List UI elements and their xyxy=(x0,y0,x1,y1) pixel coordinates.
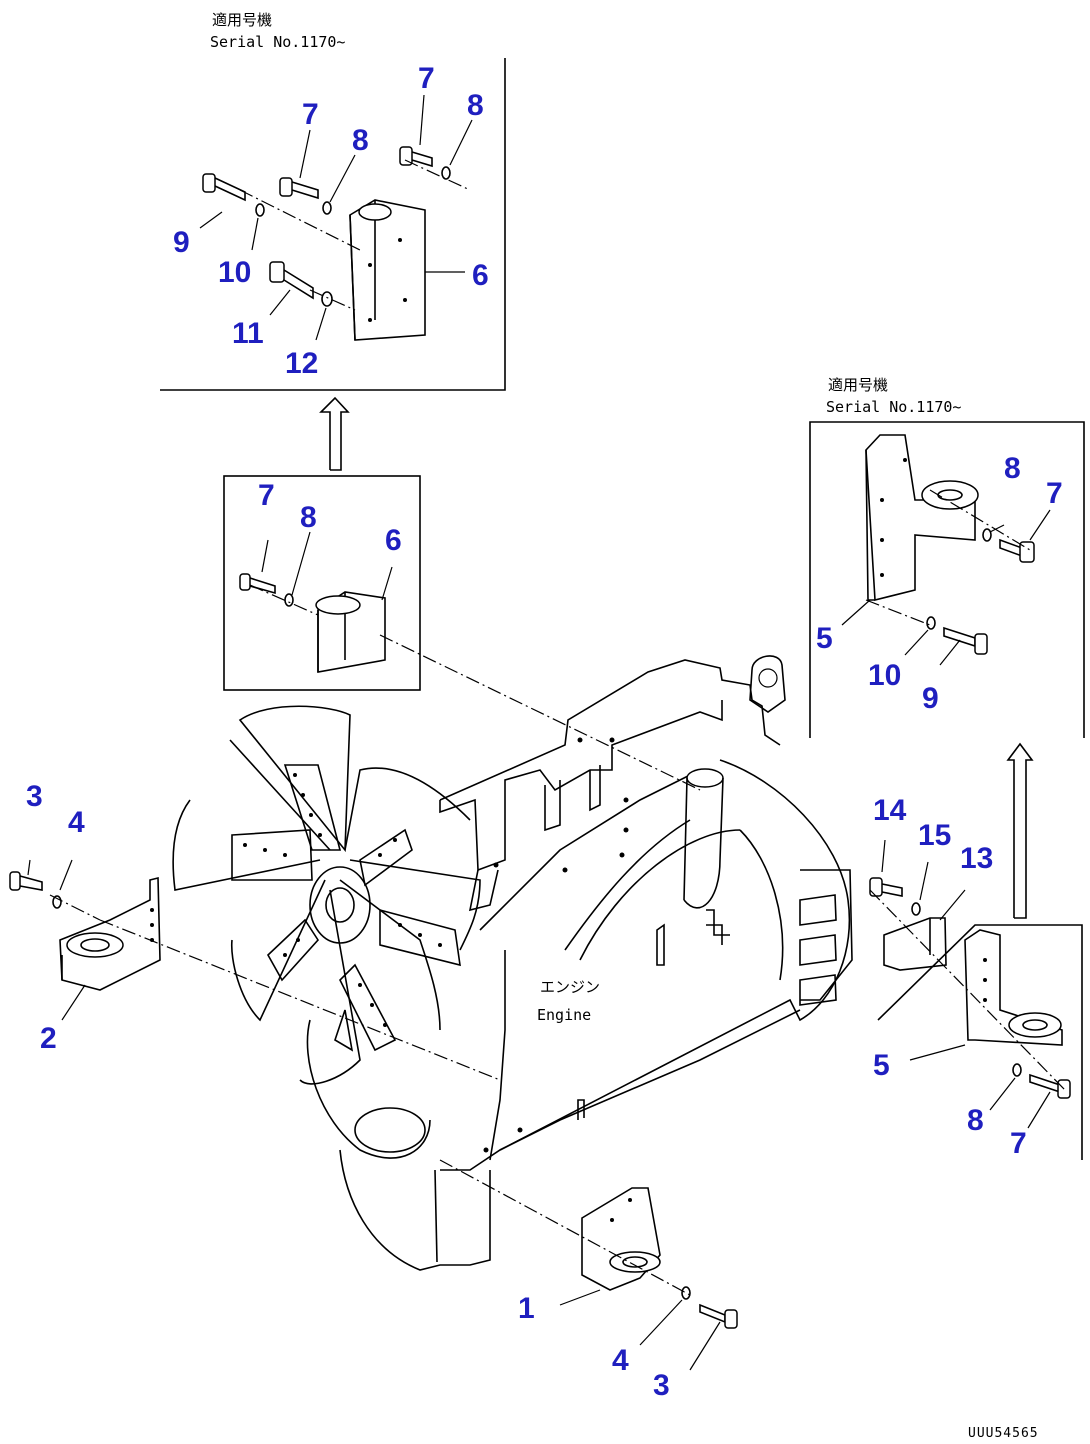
callout-7-top-left: 7 xyxy=(302,98,319,131)
callout-5-lower: 5 xyxy=(873,1049,890,1082)
bolt-9-right-inset xyxy=(943,626,988,655)
washer-4-rear xyxy=(681,1286,691,1300)
callout-4-rear: 4 xyxy=(612,1344,629,1377)
middle-inset-box xyxy=(223,475,421,691)
bracket-13 xyxy=(883,917,947,971)
callout-3-left: 3 xyxy=(26,780,43,813)
callout-13: 13 xyxy=(960,842,993,875)
callout-2: 2 xyxy=(40,1022,57,1055)
bolt-7-top-left xyxy=(279,177,319,200)
serial-notes: 適用号機 Serial No.1170~ 適用号機 Serial No.1170… xyxy=(210,11,961,416)
washer-8-middle xyxy=(284,593,294,607)
engine-label-jp: エンジン xyxy=(540,978,600,996)
callout-4-left: 4 xyxy=(68,806,85,839)
callout-3-rear: 3 xyxy=(653,1369,670,1402)
callout-10-right-inset: 10 xyxy=(868,659,901,692)
callout-14: 14 xyxy=(873,794,907,827)
callout-1: 1 xyxy=(518,1292,535,1325)
washer-8-top-right xyxy=(441,166,451,180)
bracket-6-middle xyxy=(315,591,386,673)
arrow-up-to-top-inset xyxy=(319,396,350,471)
washer-8-lower xyxy=(1012,1063,1022,1077)
washer-12-top xyxy=(321,291,333,307)
engine-label-en: Engine xyxy=(537,1006,591,1024)
alignment-lines xyxy=(49,159,1066,1296)
callout-15: 15 xyxy=(918,819,951,852)
bolt-3-left xyxy=(9,871,43,891)
callout-10-top: 10 xyxy=(218,256,251,289)
bolt-9-top xyxy=(202,173,246,202)
callout-9-right-inset: 9 xyxy=(922,682,939,715)
bracket-1 xyxy=(581,1187,661,1291)
top-note-serial: Serial No.1170~ xyxy=(210,33,345,51)
callout-6-top: 6 xyxy=(472,259,489,292)
document-id: UUU54565 xyxy=(968,1426,1039,1441)
callout-5-right-inset: 5 xyxy=(816,622,833,655)
bolt-7-top-right xyxy=(399,146,433,168)
washer-10-right-inset xyxy=(926,616,936,630)
engine-assembly xyxy=(339,655,853,1271)
callout-7-middle: 7 xyxy=(258,479,275,512)
callout-8-top-right: 8 xyxy=(467,89,484,122)
callout-7-right-inset: 7 xyxy=(1046,477,1063,510)
bracket-5-lower xyxy=(964,929,1063,1046)
washer-15 xyxy=(911,902,921,916)
top-note-jp: 適用号機 xyxy=(212,11,272,29)
callout-7-top-right: 7 xyxy=(418,62,435,95)
engine-labels: エンジン Engine xyxy=(537,978,600,1024)
washer-8-right-inset xyxy=(982,528,992,542)
bracket-2 xyxy=(59,876,161,991)
washer-8-top-left xyxy=(322,201,332,215)
callout-8-top-left: 8 xyxy=(352,124,369,157)
bolt-3-rear xyxy=(699,1303,738,1329)
callout-12: 12 xyxy=(285,347,318,380)
callout-9-top: 9 xyxy=(173,226,190,259)
bracket-5-right-inset xyxy=(865,434,979,602)
right-note-serial: Serial No.1170~ xyxy=(826,398,961,416)
callout-6-middle: 6 xyxy=(385,524,402,557)
arrow-up-to-right-inset xyxy=(1006,742,1034,919)
lower-right-inset-frame xyxy=(877,924,1083,1160)
washer-10-top xyxy=(255,203,265,217)
washer-4-left xyxy=(52,895,62,909)
callout-8-lower: 8 xyxy=(967,1104,984,1137)
bolt-7-lower xyxy=(1029,1073,1071,1099)
callout-8-middle: 8 xyxy=(300,501,317,534)
leader-lines xyxy=(27,94,1051,1371)
bolt-7-middle xyxy=(239,573,276,595)
bolt-11-top xyxy=(269,261,314,300)
right-inset-frame xyxy=(809,421,1085,738)
cooling-fan xyxy=(172,705,481,1159)
top-inset-frame xyxy=(160,58,506,391)
callout-7-lower: 7 xyxy=(1010,1127,1027,1160)
right-note-jp: 適用号機 xyxy=(828,376,888,394)
bracket-6-top xyxy=(349,199,426,341)
callout-8-right-inset: 8 xyxy=(1004,452,1021,485)
callout-11: 11 xyxy=(232,317,264,350)
callouts: 1 2 3 4 4 3 5 8 7 14 15 13 5 8 7 10 9 7 … xyxy=(26,62,1063,1402)
bolt-7-right-inset xyxy=(999,538,1035,563)
bolt-14 xyxy=(869,877,903,897)
